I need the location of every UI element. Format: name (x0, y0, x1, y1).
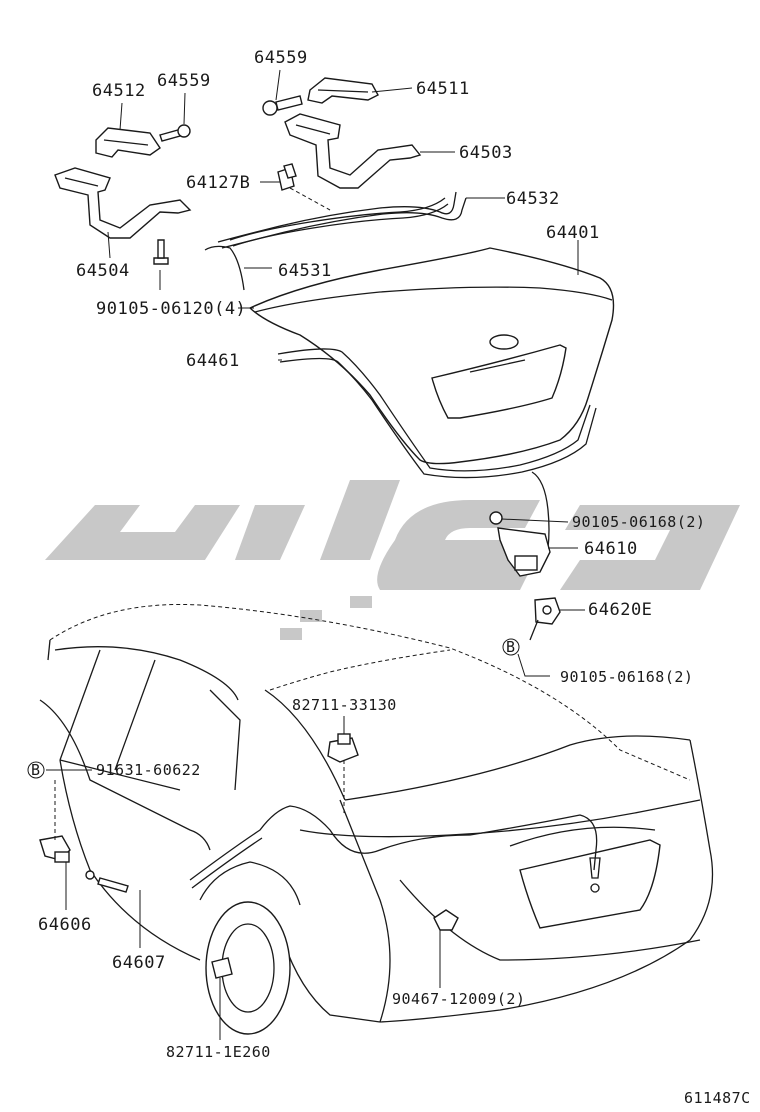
hinge-bracket-64512 (95, 127, 161, 158)
svg-text:B: B (31, 761, 41, 779)
release-cable-path (189, 805, 598, 889)
hinge-arm-64504 (54, 167, 192, 239)
label-90105-06168-a: 90105-06168(2) (572, 513, 705, 531)
label-64559-left: 64559 (157, 71, 211, 91)
hinge-bracket-64511 (307, 77, 379, 104)
release-cable-64607 (85, 870, 129, 893)
weatherstrip-64461 (277, 348, 597, 479)
label-64606: 64606 (38, 915, 92, 935)
label-90467-12009: 90467-12009(2) (392, 990, 525, 1008)
label-64620e: 64620E (588, 600, 652, 620)
label-64461: 64461 (186, 351, 240, 371)
label-82711-33130: 82711-33130 (292, 696, 397, 714)
hinge-arm-64503 (284, 113, 422, 189)
label-64607: 64607 (112, 953, 166, 973)
lock-striker-rear (589, 857, 601, 893)
bolt-64559-top (262, 95, 303, 116)
label-64503: 64503 (459, 143, 513, 163)
lock-assembly-64610 (489, 471, 551, 577)
label-64532: 64532 (506, 189, 560, 209)
label-64511: 64511 (416, 79, 470, 99)
label-64127b: 64127B (186, 173, 250, 193)
bolt-64559-left (159, 124, 191, 142)
clip-90467-12009 (433, 909, 459, 931)
marker-b-body: B (27, 761, 45, 779)
clamp-82711-1e260 (211, 957, 233, 979)
torsion-bar-64531 (204, 197, 449, 291)
label-82711-1e260: 82711-1E260 (166, 1043, 271, 1061)
label-91631-60622: 91631-60622 (96, 761, 201, 779)
clamp-82711-33130 (327, 733, 359, 763)
watermark-logo (45, 480, 740, 640)
label-90105-06120: 90105-06120(4) (96, 299, 246, 319)
trunk-lid-64401 (248, 247, 615, 465)
release-lever-64606 (39, 835, 71, 863)
label-90105-06168-b: 90105-06168(2) (560, 668, 693, 686)
label-64504: 64504 (76, 261, 130, 281)
label-64512: 64512 (92, 81, 146, 101)
label-64610: 64610 (584, 539, 638, 559)
car-body (39, 603, 714, 1035)
leader-lines (46, 69, 585, 1040)
svg-text:B: B (506, 638, 516, 656)
part-labels: 64512 64559 64559 64511 64503 64127B 645… (38, 48, 751, 1107)
lock-cylinder-64620e (529, 597, 561, 641)
marker-b-lock: B (502, 638, 520, 656)
label-64401: 64401 (546, 223, 600, 243)
label-64531: 64531 (278, 261, 332, 281)
label-64559-top: 64559 (254, 48, 308, 68)
diagram-code: 611487C (684, 1089, 751, 1107)
clip-64127b (277, 163, 297, 191)
bolt-90105-06120 (153, 239, 169, 265)
